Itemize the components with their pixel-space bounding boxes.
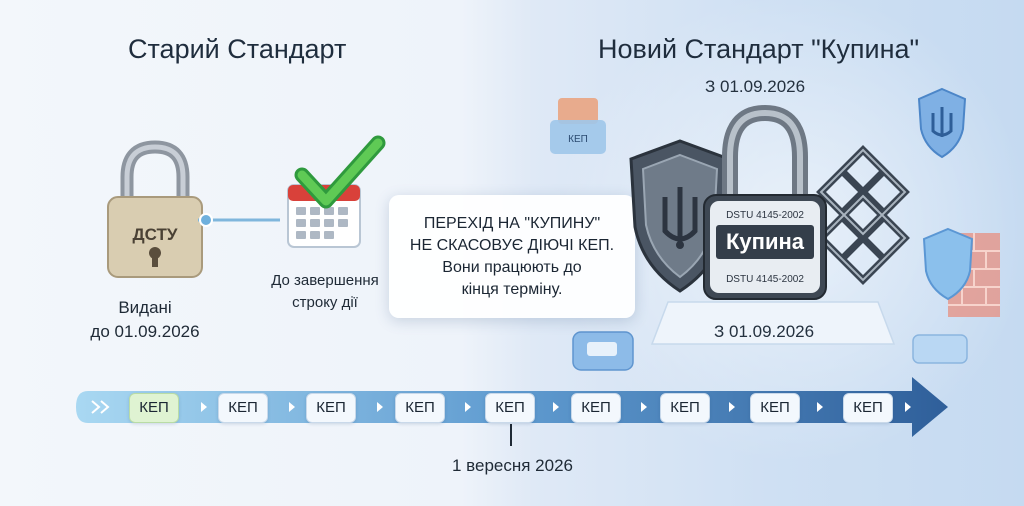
network-device-icon	[572, 331, 634, 371]
timeline-kep-7: КЕП	[660, 393, 710, 423]
platform-base	[650, 301, 896, 345]
cube-stack-icon: КЕП	[550, 98, 606, 154]
timeline-kep-9: КЕП	[843, 393, 893, 423]
old-connector-line	[198, 213, 280, 227]
firewall-shield-icon	[922, 227, 1000, 317]
callout-line3: Вони працюють до	[442, 259, 582, 276]
timeline-marker-tick	[510, 424, 512, 446]
transition-callout: ПЕРЕХІД НА "КУПИНУ" НЕ СКАСОВУЄ ДІЮЧІ КЕ…	[389, 195, 635, 318]
new-standard-bottom-date: З 01.09.2026	[714, 322, 815, 341]
old-issued-line1: Видані	[118, 298, 172, 317]
new-standard-title: Новий Стандарт "Купина"	[598, 34, 920, 64]
calendar-line2: строку дії	[292, 294, 358, 311]
kupyna-lock-label: Купина	[726, 229, 805, 254]
old-issued-label: Видані до 01.09.2026	[65, 296, 225, 344]
timeline-kep-2: КЕП	[218, 393, 268, 423]
timeline-kep-1: КЕП	[129, 393, 179, 423]
ornament-knot-icon	[816, 145, 910, 285]
calendar-line1: До завершення	[271, 272, 379, 289]
timeline-kep-3: КЕП	[306, 393, 356, 423]
timeline-chevrons	[201, 402, 911, 412]
trident-shield-small-icon	[917, 87, 967, 159]
timeline-kep-4: КЕП	[395, 393, 445, 423]
old-lock-label: ДСТУ	[133, 225, 178, 244]
kupyna-plate-bottom: DSTU 4145-2002	[726, 274, 804, 285]
kupyna-padlock-icon: DSTU 4145-2002 Купина DSTU 4145-2002	[703, 104, 827, 300]
cube-badge-text: КЕП	[568, 134, 588, 145]
dstu-padlock-icon: ДСТУ	[107, 140, 203, 278]
calendar-check-icon	[287, 135, 386, 248]
new-standard-start-date: З 01.09.2026	[705, 77, 806, 96]
timeline-kep-6: КЕП	[571, 393, 621, 423]
calendar-label: До завершення строку дії	[255, 270, 395, 314]
timeline-kep-5: КЕП	[485, 393, 535, 423]
kupyna-plate-top: DSTU 4145-2002	[726, 210, 804, 221]
old-standard-title: Старий Стандарт	[128, 34, 347, 64]
old-issued-line2: до 01.09.2026	[90, 322, 200, 341]
timeline-kep-8: КЕП	[750, 393, 800, 423]
callout-line4: кінця терміну.	[461, 281, 563, 298]
callout-line1: ПЕРЕХІД НА "КУПИНУ"	[423, 215, 601, 232]
callout-line2: НЕ СКАСОВУЄ ДІЮЧІ КЕП.	[409, 237, 615, 254]
small-chip-icon	[912, 334, 968, 364]
timeline-marker-label: 1 вересня 2026	[451, 456, 574, 475]
